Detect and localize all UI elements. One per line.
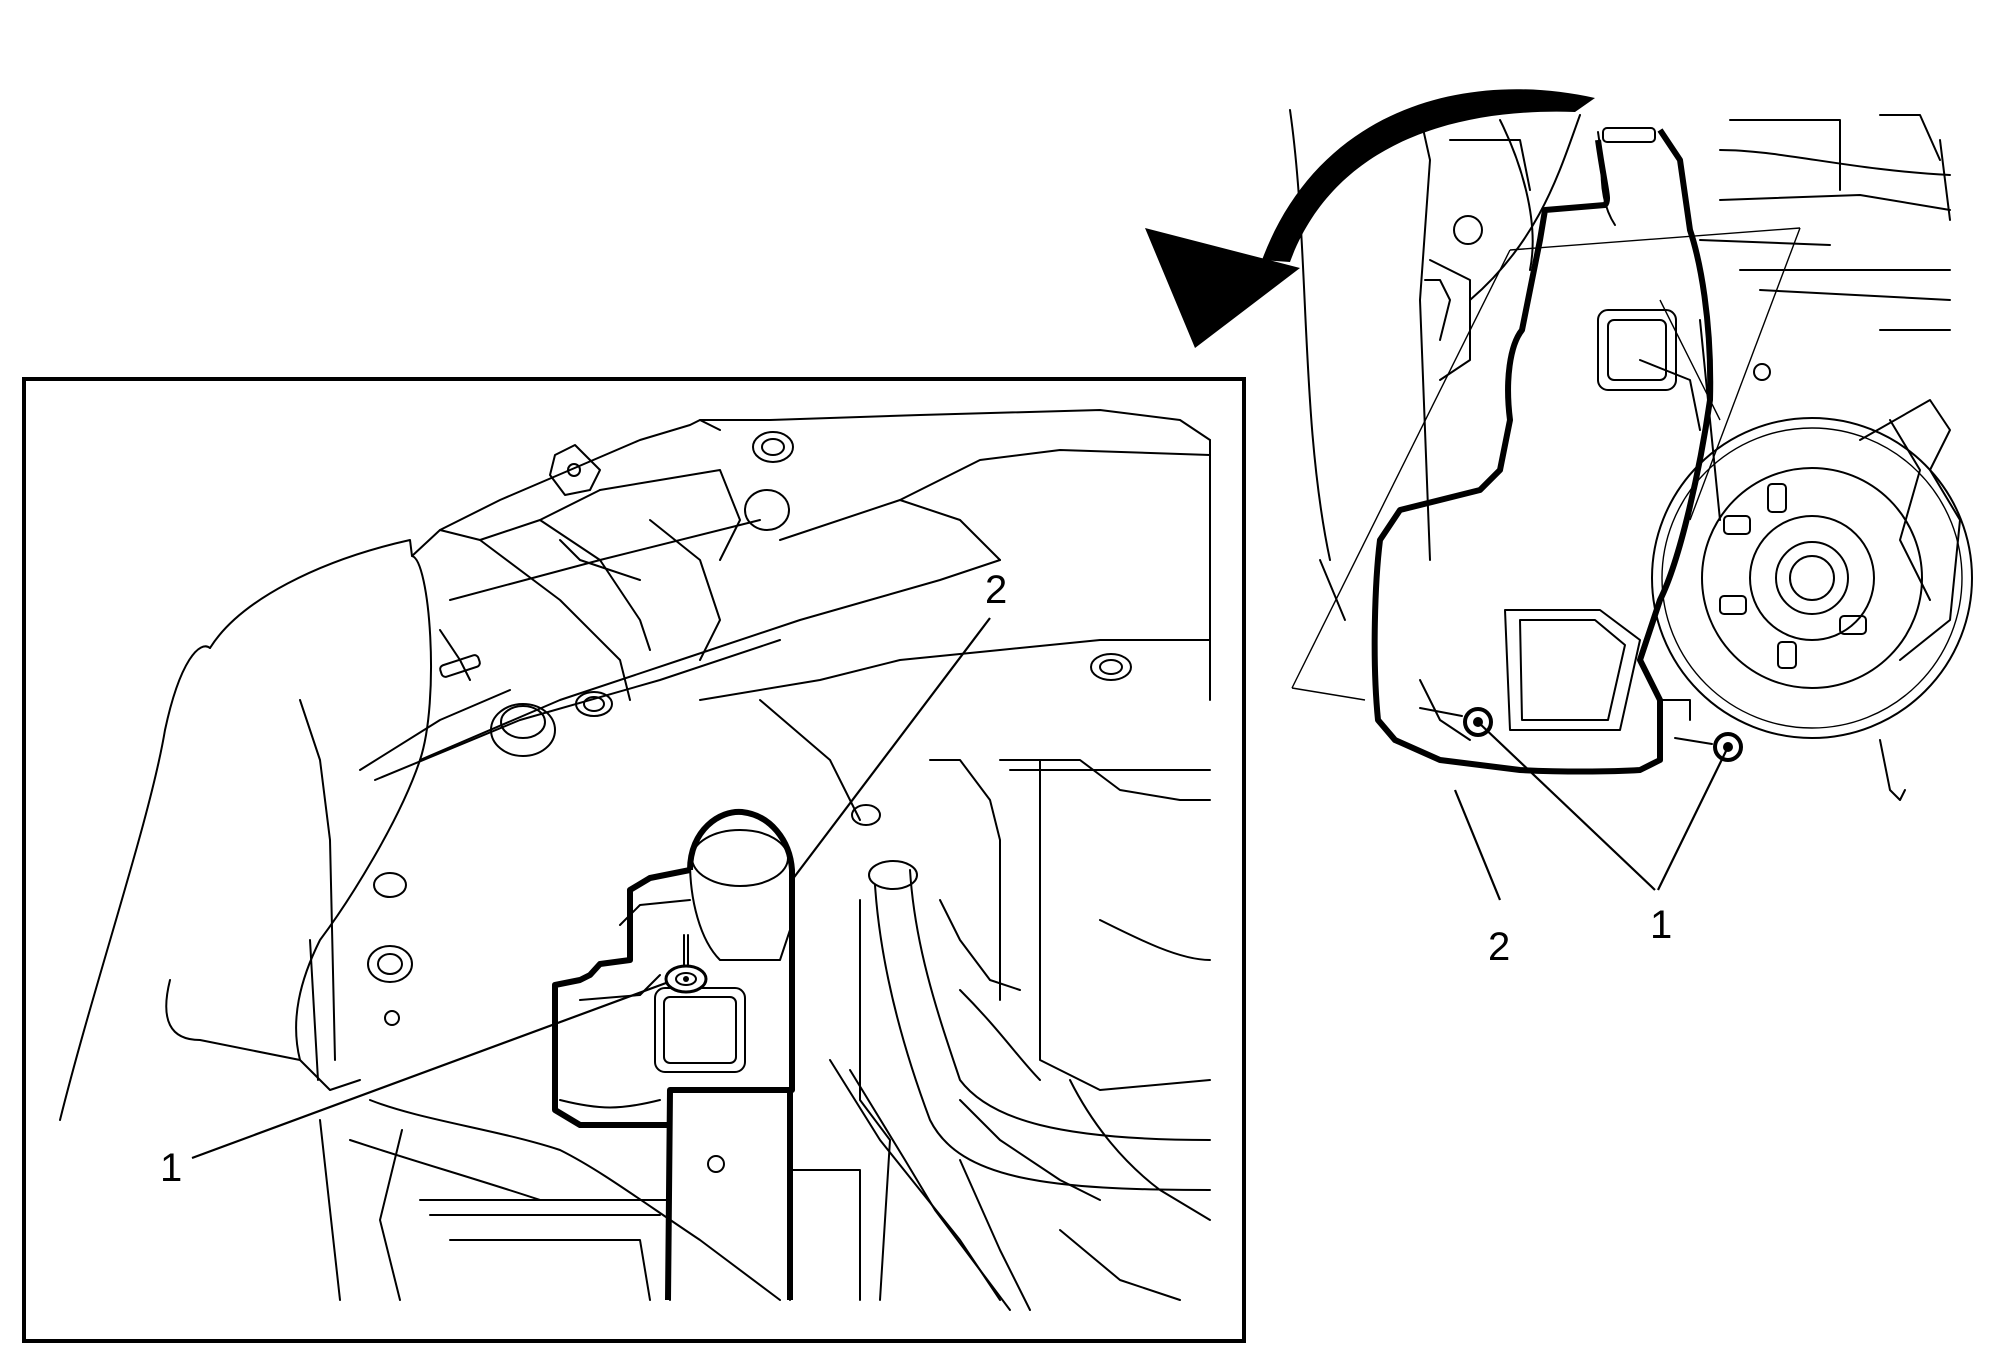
callout-overview-nuts: 1	[1650, 903, 1672, 947]
detail-zoom-line-right	[1689, 227, 1801, 521]
panel-clips	[367, 431, 1132, 1173]
direction-arrow	[1145, 89, 1595, 348]
wheel-studs	[1719, 483, 1867, 669]
leader-detail-1	[191, 981, 667, 1160]
detail-illustration	[59, 409, 1211, 1311]
detail-view: 1 2	[22, 377, 1246, 1343]
detail-washer-reservoir	[552, 808, 795, 1301]
engine-compartment-parts	[789, 759, 1211, 1311]
callout-detail-reservoir: 2	[985, 568, 1007, 612]
callout-overview-reservoir: 2	[1488, 925, 1510, 969]
leader-overview-1b	[1657, 746, 1729, 891]
leader-detail-2	[791, 617, 991, 881]
detail-zoom-line-left	[1291, 249, 1511, 689]
leader-overview-2	[1453, 789, 1502, 901]
fender-upper-panel	[359, 409, 1211, 821]
overview-washer-reservoir	[1371, 127, 1714, 775]
brake-rotor	[1651, 399, 1973, 801]
overview-background-structure	[1289, 109, 1951, 621]
detail-bolt	[664, 934, 708, 994]
overview-nut-right	[1674, 732, 1743, 762]
overview-illustration	[1145, 89, 1973, 901]
wheelhouse-liner	[59, 539, 433, 1121]
leader-overview-1a	[1477, 721, 1656, 891]
detail-frame	[22, 377, 1246, 1343]
callout-detail-fastener: 1	[160, 1146, 182, 1190]
